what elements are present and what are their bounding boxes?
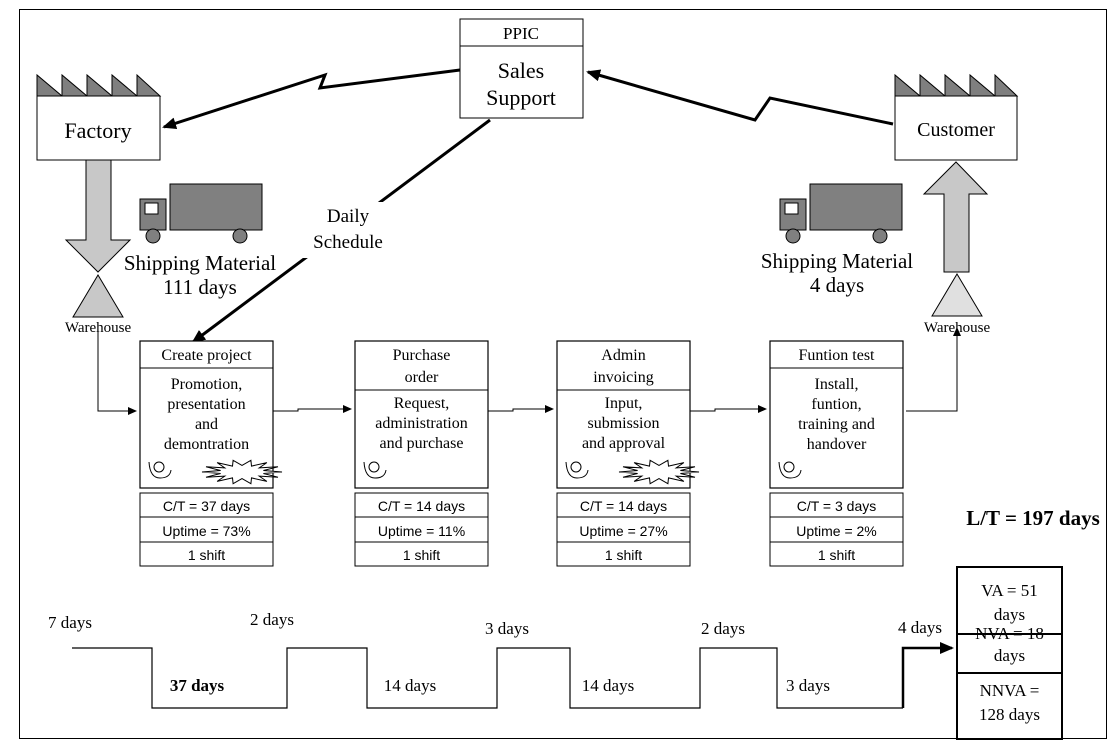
operator-icon (778, 461, 802, 479)
process-body-line: funtion, (811, 396, 861, 413)
ship-left-line1: Shipping Material (124, 251, 276, 275)
customer-icon: Customer (894, 73, 1019, 161)
lead-time-label: L/T = 197 days (966, 506, 1100, 530)
timeline-process-label: 14 days (384, 676, 436, 695)
process-body-line: submission (587, 415, 659, 432)
shift: 1 shift (818, 547, 855, 563)
flow-warehouse-to-create (97, 332, 137, 415)
operator-icon (148, 461, 172, 479)
schedule-line1: Daily (327, 206, 370, 227)
process-title: Admin (601, 347, 645, 364)
timeline-ladder (72, 647, 903, 709)
shipment-arrow-up (922, 161, 989, 273)
timeline-wait-label: 2 days (250, 610, 294, 629)
process-body-line: Request, (394, 395, 450, 412)
uptime: Uptime = 11% (378, 523, 465, 539)
timeline-wait-label: 2 days (701, 619, 745, 638)
summary-box: NVA = 18 days (975, 624, 1044, 665)
cycle-time: C/T = 3 days (797, 498, 877, 514)
summary-frame (956, 566, 1063, 740)
summary-line2: days (994, 605, 1025, 624)
process-title: invoicing (593, 369, 653, 386)
process-body-line: training and (798, 416, 875, 433)
truck-icon-left (139, 183, 263, 244)
flow-test-to-warehouse (906, 327, 961, 412)
process-body-line: handover (807, 436, 867, 453)
process-body-line: Input, (605, 395, 643, 412)
ship-right-line2: 4 days (810, 273, 864, 297)
process-body-line: Install, (815, 376, 859, 393)
warehouse-triangle-right (931, 273, 983, 317)
process-body-line: and approval (582, 435, 666, 452)
uptime: Uptime = 2% (796, 523, 877, 539)
factory-icon: Factory (36, 73, 162, 161)
shift: 1 shift (605, 547, 642, 563)
factory-label: Factory (64, 118, 131, 143)
shift: 1 shift (403, 547, 440, 563)
customer-label: Customer (917, 119, 995, 141)
process-body-line: administration (375, 415, 467, 432)
process-body-line: and (195, 416, 218, 433)
ppic-box: PPIC Sales Support (459, 18, 584, 119)
process-body-line: Promotion, (171, 376, 243, 393)
ship-left-line2: 111 days (163, 275, 237, 299)
info-arrow-ppic-to-factory (162, 68, 461, 130)
warehouse-triangle-left (72, 274, 124, 318)
timeline-process-label: 14 days (582, 676, 634, 695)
timeline-end-arrow (901, 642, 954, 708)
timeline-process-label: 37 days (170, 676, 225, 695)
process-title: Funtion test (798, 347, 875, 364)
timeline-process-label: 3 days (786, 676, 830, 695)
summary-line2: days (994, 646, 1025, 665)
process-title: Create project (161, 347, 252, 364)
summary-line1: NVA = 18 (975, 624, 1044, 643)
process-flow-arrow (488, 405, 554, 413)
timeline-wait-label: 3 days (485, 619, 529, 638)
process-flow-arrow (273, 405, 352, 413)
timeline-wait-label: 4 days (898, 618, 942, 637)
diagram-frame (19, 9, 1107, 739)
uptime: Uptime = 73% (162, 523, 250, 539)
info-arrow-customer-to-ppic (586, 69, 894, 126)
summary-line1: VA = 51 (981, 581, 1038, 600)
summary-box: NNVA = 128 days (979, 681, 1040, 724)
process-body-line: demontration (164, 436, 249, 453)
process-body-line: and purchase (380, 435, 464, 452)
shipment-arrow-down (64, 159, 132, 273)
ppic-title: PPIC (503, 24, 539, 43)
kaizen-burst-icon (201, 459, 283, 485)
cycle-time: C/T = 14 days (580, 498, 667, 514)
process-flow-arrow (690, 405, 767, 413)
summary-box: VA = 51 days (981, 581, 1038, 624)
summary-line1: NNVA = (980, 681, 1040, 700)
schedule-line2: Schedule (313, 232, 383, 253)
cycle-time: C/T = 14 days (378, 498, 465, 514)
shift: 1 shift (188, 547, 225, 563)
operator-icon (363, 461, 387, 479)
uptime: Uptime = 27% (579, 523, 667, 539)
timeline-wait-label: 7 days (48, 613, 92, 632)
process-title: Purchase (393, 347, 451, 364)
warehouse-left-label: Warehouse (65, 320, 132, 336)
process-title: order (405, 369, 439, 386)
ppic-line1: Sales (498, 58, 544, 83)
truck-icon-right (779, 183, 903, 244)
ppic-line2: Support (486, 85, 556, 110)
kaizen-burst-icon (618, 459, 700, 485)
process-body-line: presentation (167, 396, 245, 413)
cycle-time: C/T = 37 days (163, 498, 250, 514)
ship-right-line1: Shipping Material (761, 249, 913, 273)
operator-icon (565, 461, 589, 479)
summary-line2: 128 days (979, 705, 1040, 724)
